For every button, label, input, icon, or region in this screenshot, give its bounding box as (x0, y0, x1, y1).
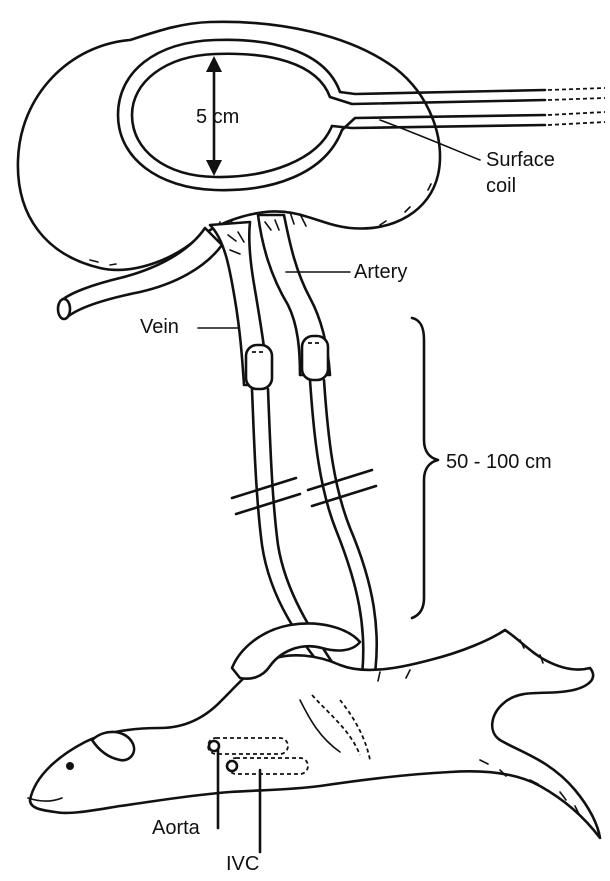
surface-coil-label-line1: Surface (486, 150, 555, 171)
length-bracket (412, 318, 438, 618)
dog-eye (66, 762, 74, 770)
ivc-label: IVC (226, 854, 259, 875)
ureter-end (58, 299, 70, 319)
tubing-break-marks (232, 470, 376, 514)
diameter-label: 5 cm (196, 107, 239, 128)
surface-coil-label-line2: coil (486, 176, 516, 197)
vein-label: Vein (140, 317, 179, 338)
length-label: 50 - 100 cm (446, 452, 552, 473)
coil-lead-dashes (548, 88, 605, 125)
artery-label: Artery (354, 262, 407, 283)
ivc-end (227, 761, 237, 771)
aorta-label: Aorta (152, 818, 200, 839)
